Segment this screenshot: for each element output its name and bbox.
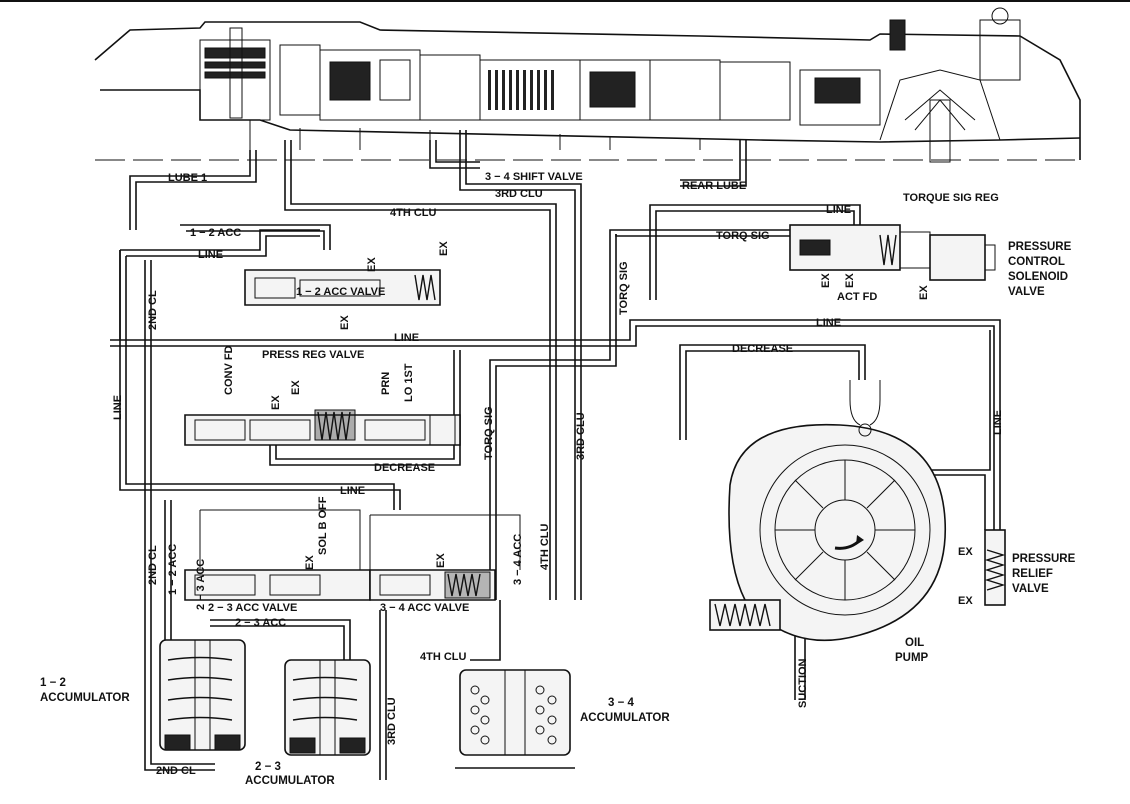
label-acc34-b: ACCUMULATOR bbox=[580, 712, 670, 724]
label-pcs-2: CONTROL bbox=[1008, 256, 1065, 268]
label-prv-2: RELIEF bbox=[1012, 568, 1053, 580]
label-ex: EX bbox=[918, 285, 930, 300]
label-3-4-acc-valve: 3 − 4 ACC VALVE bbox=[380, 602, 469, 614]
fluid-passages bbox=[110, 130, 1001, 780]
label-ex: EX bbox=[366, 257, 378, 272]
label-lo-1st: LO 1ST bbox=[403, 363, 415, 402]
label-torq-sig-v2: TORQ SIG bbox=[483, 406, 495, 460]
label-1-2-acc-valve: 1 − 2 ACC VALVE bbox=[296, 286, 385, 298]
label-press-reg-valve: PRESS REG VALVE bbox=[262, 349, 364, 361]
label-2-3-acc-valve: 2 − 3 ACC VALVE bbox=[208, 602, 297, 614]
label-3rd-clu-vert: 3RD CLU bbox=[575, 412, 587, 460]
label-line-right-vert: LINE bbox=[992, 410, 1004, 435]
label-line-right: LINE bbox=[816, 317, 841, 329]
label-act-fd: ACT FD bbox=[837, 291, 877, 303]
label-ex: EX bbox=[339, 315, 351, 330]
label-line-a: LINE bbox=[198, 249, 223, 261]
pressure-control-solenoid bbox=[789, 224, 996, 281]
label-3rd-clu-low: 3RD CLU bbox=[386, 697, 398, 745]
label-lube1: LUBE 1 bbox=[168, 172, 207, 184]
label-suction: SUCTION bbox=[797, 658, 809, 708]
label-ex: EX bbox=[304, 555, 316, 570]
label-acc12-a: 1 − 2 bbox=[40, 677, 66, 689]
label-acc23-a: 2 − 3 bbox=[255, 761, 281, 773]
diagram-labels: LUBE 1 3 − 4 SHIFT VALVE REAR LUBE 3RD C… bbox=[40, 171, 1076, 787]
label-rear-lube: REAR LUBE bbox=[682, 180, 746, 192]
label-2nd-cl-vert: 2ND CL bbox=[147, 290, 159, 330]
label-torq-sig: TORQ SIG bbox=[716, 230, 770, 242]
press-reg-valve-body bbox=[184, 409, 461, 446]
acc-3-4-valve-body bbox=[369, 514, 521, 601]
label-pcs-3: SOLENOID bbox=[1008, 271, 1068, 283]
label-ex: EX bbox=[958, 546, 973, 558]
label-decrease-mid: DECREASE bbox=[374, 462, 435, 474]
label-shift34: 3 − 4 SHIFT VALVE bbox=[485, 171, 583, 183]
label-ex: EX bbox=[290, 380, 302, 395]
label-2nd-cl-bottom: 2ND CL bbox=[156, 765, 196, 777]
pressure-relief-valve bbox=[984, 529, 1006, 606]
label-oil-pump-2: PUMP bbox=[895, 652, 929, 664]
label-prv-1: PRESSURE bbox=[1012, 553, 1076, 565]
acc-1-2-valve-body bbox=[244, 269, 441, 306]
label-2-3-acc-line: 2 − 3 ACC bbox=[235, 617, 286, 629]
transmission-cross-section bbox=[94, 7, 1081, 163]
label-3-4-acc-vert: 3 − 4 ACC bbox=[512, 534, 524, 585]
label-ex: EX bbox=[438, 241, 450, 256]
accumulator-1-2 bbox=[159, 639, 246, 751]
label-2nd-cl-vert2: 2ND CL bbox=[147, 545, 159, 585]
label-torq-sig-v1: TORQ SIG bbox=[618, 261, 630, 315]
label-ex: EX bbox=[270, 395, 282, 410]
label-sol-b-off: SOL B OFF bbox=[317, 496, 329, 555]
label-conv-fd: CONV FD bbox=[223, 345, 235, 395]
label-acc12-b: ACCUMULATOR bbox=[40, 692, 130, 704]
label-prv-3: VALVE bbox=[1012, 583, 1049, 595]
label-3rd-clu-top: 3RD CLU bbox=[495, 188, 543, 200]
label-acc23-b: ACCUMULATOR bbox=[245, 775, 335, 787]
label-decrease-right: DECREASE bbox=[732, 343, 793, 355]
label-4th-clu-top: 4TH CLU bbox=[390, 207, 437, 219]
label-1-2-acc-vert: 1 − 2 ACC bbox=[167, 544, 179, 595]
label-prn: PRN bbox=[380, 372, 392, 395]
label-ex: EX bbox=[844, 273, 856, 288]
label-4th-clu-vert: 4TH CLU bbox=[539, 524, 551, 571]
label-line-mid: LINE bbox=[394, 332, 419, 344]
label-ex: EX bbox=[820, 273, 832, 288]
acc-2-3-valve-body bbox=[184, 509, 371, 601]
label-pcs-4: VALVE bbox=[1008, 286, 1045, 298]
label-ex: EX bbox=[958, 595, 973, 607]
label-1-2-acc: 1 − 2 ACC bbox=[190, 227, 241, 239]
oil-pump bbox=[709, 380, 947, 642]
label-2-3-acc-vert: 2 − 3 ACC bbox=[195, 559, 207, 610]
accumulator-2-3 bbox=[284, 659, 371, 756]
label-4th-clu-low: 4TH CLU bbox=[420, 651, 467, 663]
label-torque-sig-reg: TORQUE SIG REG bbox=[903, 192, 999, 204]
label-ex: EX bbox=[435, 553, 447, 568]
accumulator-3-4 bbox=[455, 669, 575, 769]
label-line-lower: LINE bbox=[340, 485, 365, 497]
label-acc34-a: 3 − 4 bbox=[608, 697, 635, 709]
label-line-top-right: LINE bbox=[826, 204, 851, 216]
label-oil-pump-1: OIL bbox=[905, 637, 924, 649]
label-pcs-1: PRESSURE bbox=[1008, 241, 1072, 253]
label-line-vert-left: LINE bbox=[112, 395, 124, 420]
